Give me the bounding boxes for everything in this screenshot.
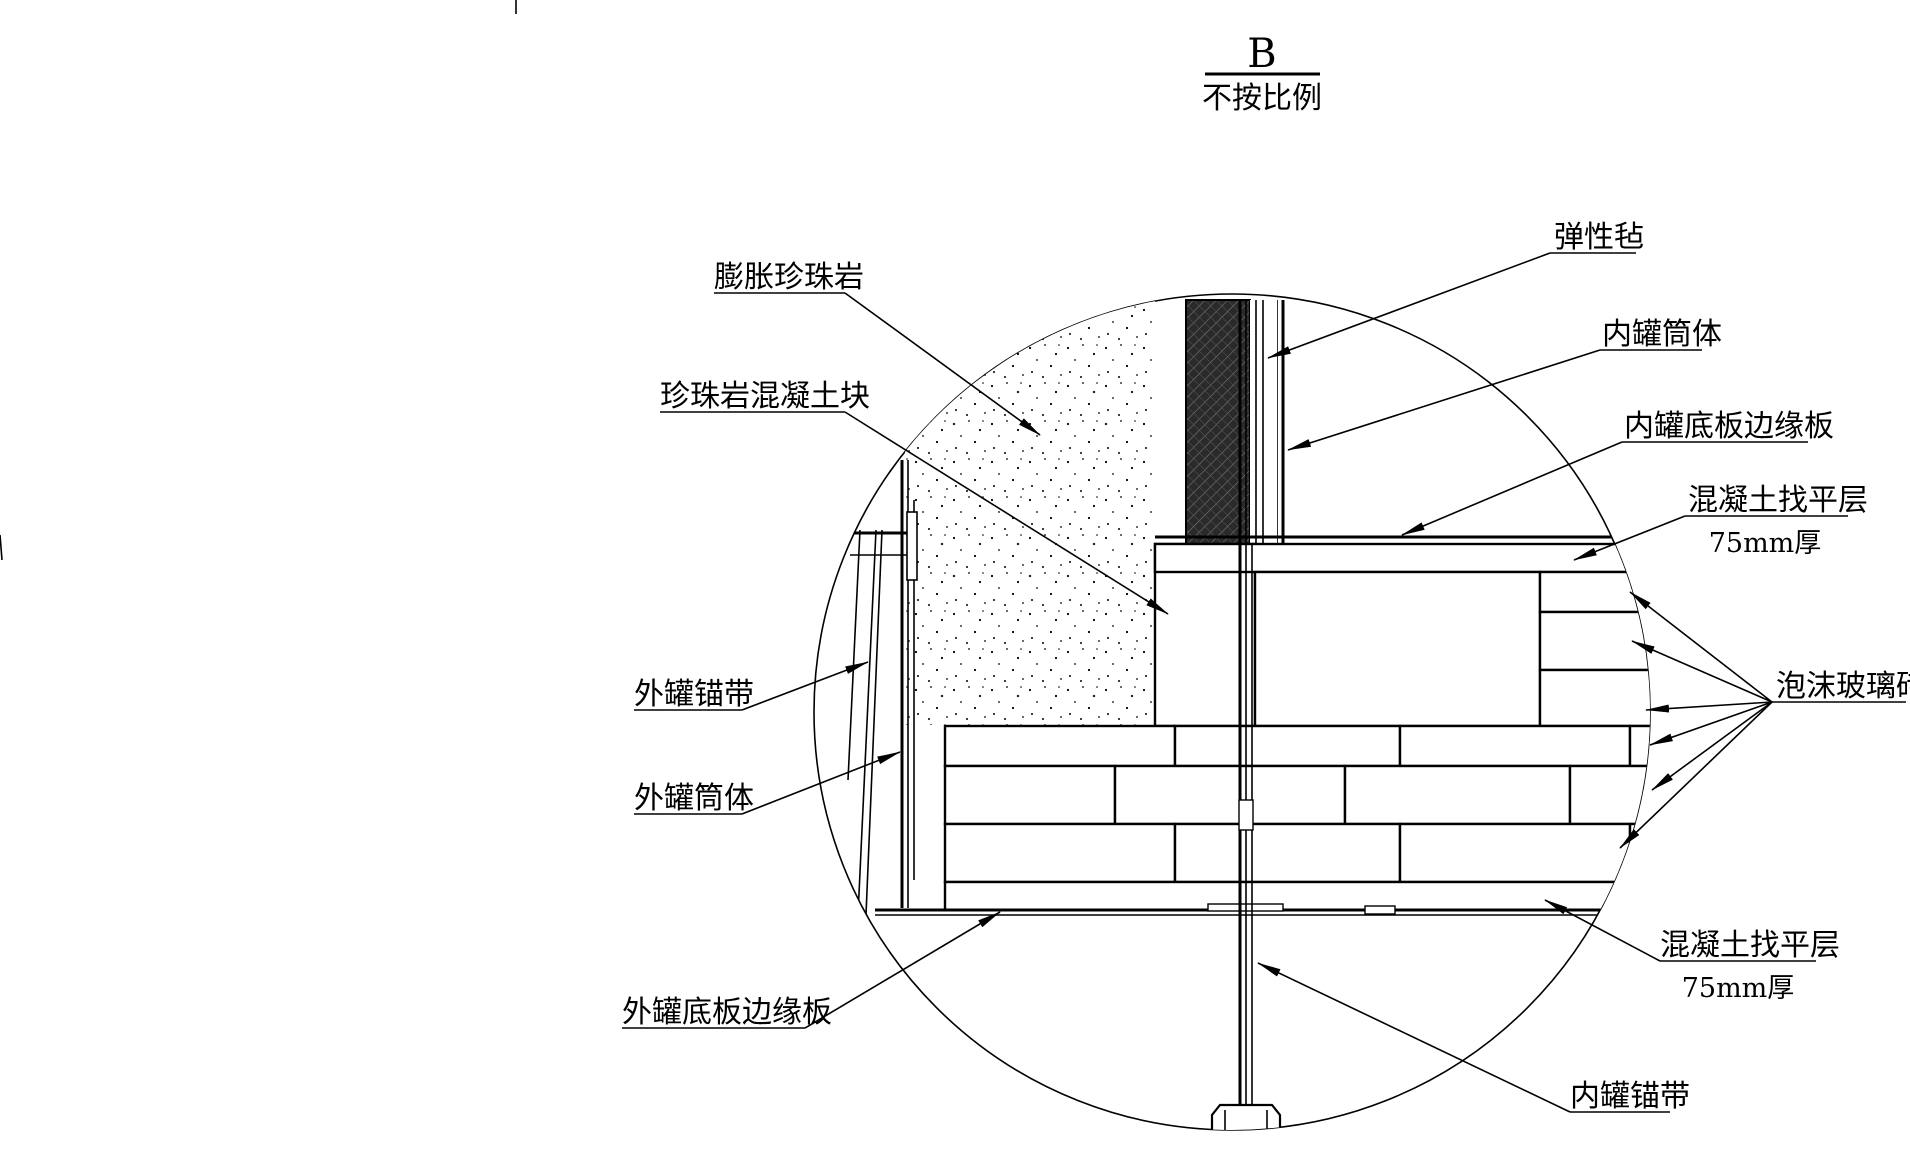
leader-line (844, 411, 1169, 615)
leader-line (741, 751, 901, 815)
label-leveling-top-thickness: 75mm厚 (1709, 528, 1822, 559)
leader-line (844, 292, 1041, 436)
leader-line (1631, 640, 1773, 703)
foam-glass-brick (1628, 724, 1650, 768)
leveling-bottom-layer (943, 880, 1650, 912)
foam-glass-brick (1538, 668, 1650, 728)
label-expanded-perlite: 膨胀珍珠岩 (714, 260, 864, 295)
label-outer-bottom-edge-plate: 外罐底板边缘板 (622, 995, 832, 1030)
label-leveling-bottom-thickness: 75mm厚 (1682, 973, 1795, 1004)
label-inner-bottom-edge-plate: 内罐底板边缘板 (1624, 409, 1834, 444)
foam-glass-brick (1538, 610, 1650, 672)
label-elastic-felt: 弹性毡 (1554, 220, 1644, 255)
leader-line (1257, 962, 1571, 1113)
foam-glass-brick (943, 724, 1177, 768)
inner-anchor-nut (1210, 1103, 1282, 1130)
bottom-plate-joint (1364, 905, 1396, 915)
perlite-fill-lower (905, 540, 1155, 725)
leader-line (1401, 441, 1623, 536)
leader-line (1573, 515, 1686, 561)
label-outer-shell: 外罐筒体 (634, 781, 754, 816)
label-leveling-bottom: 混凝土找平层 (1660, 928, 1840, 963)
foam-glass-brick (1398, 724, 1632, 768)
foam-glass-brick (1343, 764, 1572, 826)
foam-glass-brick (1113, 764, 1347, 826)
outer-anchor-strap (847, 529, 883, 916)
foam-glass-brick (1538, 570, 1650, 614)
detail-mark: B (1247, 31, 1276, 77)
label-foam-glass-brick: 泡沫玻璃砖 (1776, 669, 1910, 704)
section-content (847, 294, 1650, 1130)
foam-glass-brick (1173, 822, 1402, 884)
leader-line (1544, 899, 1661, 962)
foam-glass-brick (1568, 764, 1650, 826)
leader-line (741, 661, 869, 711)
label-leveling-top: 混凝土找平层 (1688, 483, 1868, 518)
leader-line (1287, 349, 1601, 451)
foam-glass-brick (1253, 570, 1542, 728)
foam-glass-brick (943, 822, 1177, 884)
foam-glass-brick (1628, 822, 1650, 884)
label-outer-anchor-strap: 外罐锚带 (634, 677, 754, 712)
foam-glass-brick (1398, 822, 1632, 884)
leader-line (1629, 591, 1773, 703)
leader-line (1267, 252, 1551, 359)
leader-line (1619, 701, 1773, 849)
outer-anchor-block (906, 511, 918, 581)
inner-shell-gap-line (1255, 300, 1264, 545)
leader-line (1651, 701, 1773, 791)
leader-line (1645, 701, 1773, 713)
label-inner-anchor-strap: 内罐锚带 (1570, 1079, 1690, 1114)
foam-glass-brick (943, 764, 1117, 826)
leveling-top-layer (1153, 542, 1650, 574)
leader-line (804, 911, 1001, 1029)
scale-note: 不按比例 (1202, 81, 1322, 116)
foam-glass-brick (1173, 724, 1402, 768)
edge-mark-left (0, 534, 3, 561)
label-inner-shell: 内罐筒体 (1602, 317, 1722, 352)
inner-anchor-clip (1238, 799, 1254, 831)
label-perlite-concrete-block: 珍珠岩混凝土块 (660, 379, 870, 414)
inner-anchor-nut-detail (1224, 1110, 1268, 1130)
leader-line (1649, 701, 1773, 746)
leaders (622, 252, 1906, 1113)
